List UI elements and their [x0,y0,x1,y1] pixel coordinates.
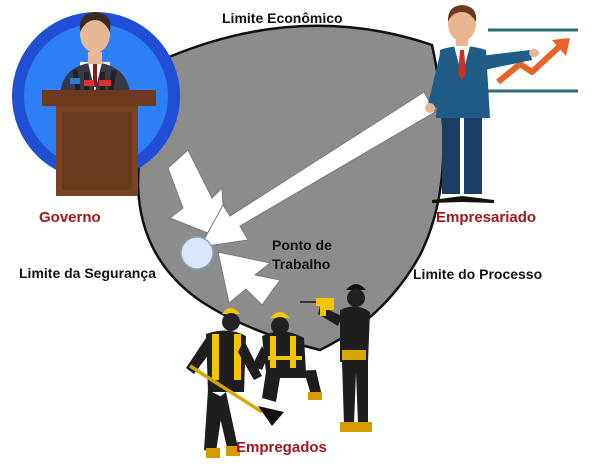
arrow-from-workers [217,251,281,306]
label-working-point: Ponto de Trabalho [272,236,332,274]
politician-at-podium-icon [12,12,180,196]
label-process-limit: Limite do Processo [413,266,543,282]
working-point-marker [180,236,214,270]
label-economic-limit: Limite Econômico [222,10,343,26]
arrow-from-business [199,91,436,248]
construction-workers-icon [186,284,372,458]
businessman-presenting-chart-icon [425,5,578,203]
label-working-point-line1: Ponto de [272,237,332,253]
label-working-point-line2: Trabalho [272,256,331,272]
label-business: Empresariado [436,209,537,226]
label-government: Governo [39,209,101,226]
label-safety-limit: Limite da Segurança [19,265,156,281]
label-employees: Empregados [236,439,327,456]
